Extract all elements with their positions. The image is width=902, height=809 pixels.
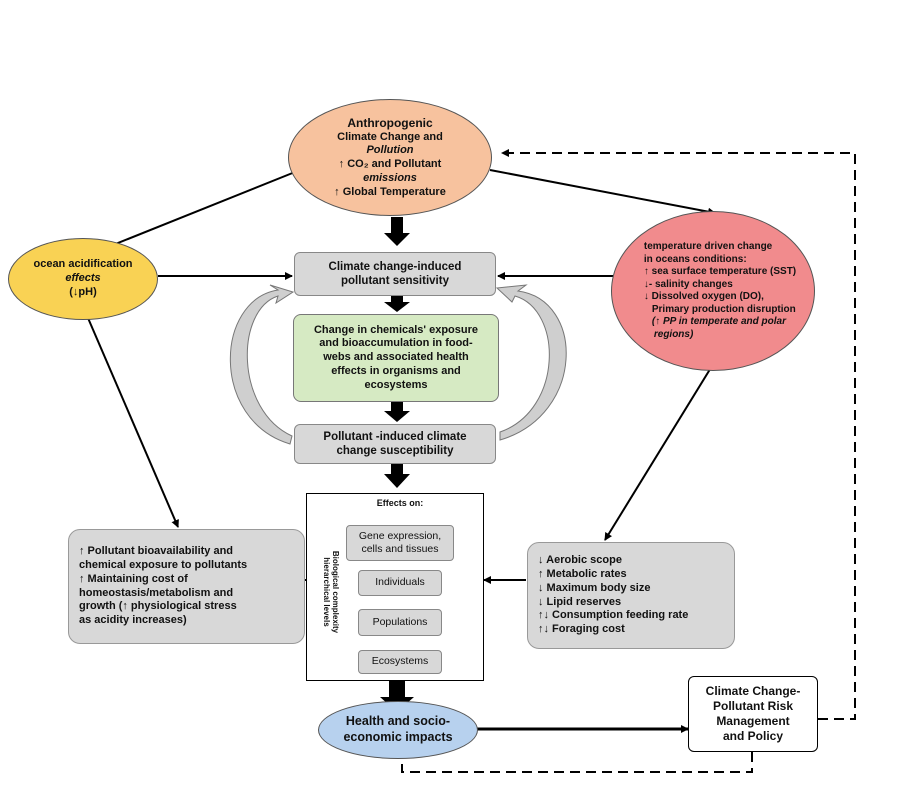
right-effects-line-2: ↑ Metabolic rates bbox=[538, 568, 627, 580]
susceptibility-line-1: Pollutant -induced climate bbox=[323, 430, 467, 443]
right-feedback-curve bbox=[495, 284, 567, 441]
climate-susceptibility-box: Pollutant -induced climate change suscep… bbox=[294, 424, 496, 464]
risk-line-4: and Policy bbox=[722, 729, 784, 743]
thick-arrow-4 bbox=[384, 464, 410, 488]
left-effects-line-5: growth (↑ physiological stress bbox=[79, 600, 237, 613]
level-gene-expression: Gene expression, cells and tissues bbox=[346, 525, 454, 561]
risk-line-3: Management bbox=[716, 714, 790, 728]
right-effects-line-3: ↓ Maximum body size bbox=[538, 581, 651, 594]
right-effects-line-5: ↑↓ Consumption feeding rate bbox=[538, 609, 689, 622]
right-effects-box: ↓ Aerobic scope ↑ Metabolic rates ↓ Maxi… bbox=[527, 542, 735, 649]
anthropogenic-line-4: ↑ CO₂ and Pollutant bbox=[338, 158, 442, 171]
left-effects-line-6: as acidity increases) bbox=[79, 614, 187, 626]
left-effects-line-3: ↑ Maintaining cost of bbox=[79, 572, 188, 585]
thick-arrow-2 bbox=[384, 296, 410, 312]
right-effects-line-1: ↓ Aerobic scope bbox=[538, 554, 622, 567]
thick-arrow-1 bbox=[384, 217, 410, 246]
temperature-line-3: ↑ sea surface temperature (SST) bbox=[643, 266, 797, 277]
temperature-line-4: ↓- salinity changes bbox=[643, 278, 733, 290]
left-effects-box: ↑ Pollutant bioavailability and chemical… bbox=[68, 529, 305, 644]
anthropogenic-title: Anthropogenic bbox=[347, 115, 433, 130]
dashed-loop-right bbox=[501, 149, 856, 720]
ocean-acidification-node: ocean acidification effects (↓pH) bbox=[8, 238, 158, 320]
health-impacts-node: Health and socio- economic impacts bbox=[318, 701, 478, 759]
anthropogenic-node: Anthropogenic Climate Change and Polluti… bbox=[288, 99, 492, 216]
susceptibility-line-2: change susceptibility bbox=[336, 445, 454, 457]
chemicals-line-2: and bioaccumulation in food- bbox=[319, 337, 473, 350]
hierarchy-label-line-2: hierarchical levels bbox=[322, 557, 332, 627]
acidification-line-1: ocean acidification bbox=[33, 258, 133, 271]
right-effects-line-6: ↑↓ Foraging cost bbox=[538, 623, 625, 635]
anthropogenic-line-5: emissions bbox=[363, 171, 417, 184]
anthropogenic-line-2: Climate Change and bbox=[337, 130, 443, 143]
temperature-line-7: (↑ PP in temperate and polar bbox=[651, 316, 786, 327]
level-populations: Populations bbox=[358, 609, 442, 636]
health-line-2: economic impacts bbox=[343, 730, 453, 744]
arrow-temperature-to-right-effects bbox=[604, 365, 713, 541]
anthropogenic-line-3: Pollution bbox=[366, 144, 414, 157]
right-effects-line-4: ↓ Lipid reserves bbox=[538, 595, 622, 608]
left-effects-line-1: ↑ Pollutant bioavailability and bbox=[79, 545, 234, 558]
temperature-line-2: in oceans conditions: bbox=[643, 253, 747, 265]
temperature-line-8: regions) bbox=[653, 328, 694, 340]
level-gene-line-1: Gene expression, bbox=[358, 529, 442, 542]
chemicals-line-4: effects in organisms and bbox=[331, 364, 461, 377]
chemicals-line-1: Change in chemicals' exposure bbox=[313, 323, 478, 336]
hierarchy-label-line-1: Biological complexity bbox=[331, 550, 340, 634]
dashed-loop-bottom bbox=[401, 752, 753, 773]
acidification-line-3: (↓pH) bbox=[69, 285, 97, 298]
sensitivity-line-2: pollutant sensitivity bbox=[340, 275, 449, 287]
temperature-change-node: temperature driven change in oceans cond… bbox=[611, 211, 815, 371]
sensitivity-line-1: Climate change-induced bbox=[328, 260, 462, 273]
temperature-line-5: ↓ Dissolved oxygen (DO), bbox=[643, 291, 764, 302]
climate-sensitivity-box: Climate change-induced pollutant sensiti… bbox=[294, 252, 496, 296]
arrow-acidification-to-left-effects bbox=[87, 317, 179, 528]
thick-arrow-3 bbox=[384, 402, 410, 422]
acidification-line-2: effects bbox=[65, 272, 101, 285]
anthropogenic-line-6: ↑ Global Temperature bbox=[334, 185, 446, 198]
left-feedback-curve bbox=[229, 284, 295, 445]
health-line-1: Health and socio- bbox=[345, 714, 451, 729]
risk-line-1: Climate Change- bbox=[705, 684, 801, 698]
risk-line-2: Pollutant Risk bbox=[712, 699, 793, 713]
risk-management-box: Climate Change- Pollutant Risk Managemen… bbox=[688, 676, 818, 752]
level-individuals: Individuals bbox=[358, 570, 442, 596]
temperature-line-6: Primary production disruption bbox=[651, 303, 796, 315]
hierarchy-vertical-label: Biological complexity hierarchical level… bbox=[315, 527, 340, 657]
effects-panel-title: Effects on: bbox=[376, 498, 424, 509]
chemicals-line-5: ecosystems bbox=[364, 378, 428, 391]
left-effects-line-4: homeostasis/metabolism and bbox=[79, 586, 234, 599]
level-gene-line-2: cells and tissues bbox=[361, 543, 439, 555]
left-effects-line-2: chemical exposure to pollutants bbox=[79, 559, 248, 571]
level-ecosystems: Ecosystems bbox=[358, 650, 442, 674]
chemicals-exposure-box: Change in chemicals' exposure and bioacc… bbox=[293, 314, 499, 402]
chemicals-line-3: webs and associated health bbox=[323, 351, 469, 364]
temperature-line-1: temperature driven change bbox=[643, 241, 773, 252]
arrow-anthropogenic-to-temperature bbox=[489, 169, 716, 216]
arrow-anthropogenic-to-acidification bbox=[87, 169, 301, 257]
